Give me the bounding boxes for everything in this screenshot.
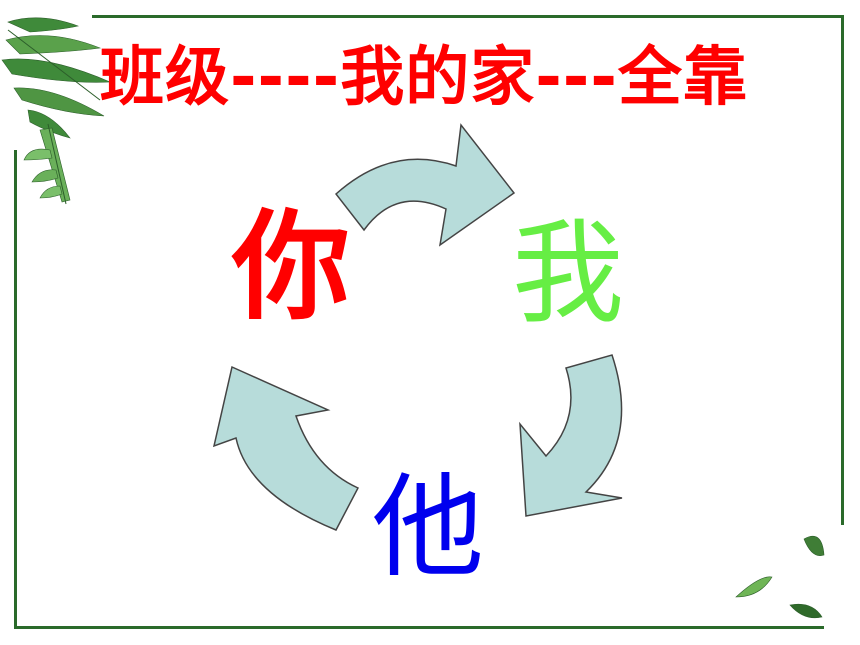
frame-right-border bbox=[841, 15, 844, 525]
arrow-me-to-him bbox=[519, 354, 623, 517]
frame-top-border bbox=[92, 15, 844, 18]
cycle-label-me: 我 bbox=[512, 209, 624, 339]
green-leaves-icon bbox=[735, 535, 825, 619]
arrow-him-to-you bbox=[212, 365, 360, 531]
arrow-you-to-me bbox=[334, 123, 516, 247]
cycle-label-him: 他 bbox=[372, 463, 484, 593]
fern-leaves-icon bbox=[1, 17, 111, 205]
cycle-label-you: 你 bbox=[232, 197, 351, 336]
frame-left-border bbox=[14, 150, 17, 628]
frame-bottom-border bbox=[14, 626, 824, 629]
slide-title: 班级----我的家---全靠 bbox=[100, 41, 748, 115]
